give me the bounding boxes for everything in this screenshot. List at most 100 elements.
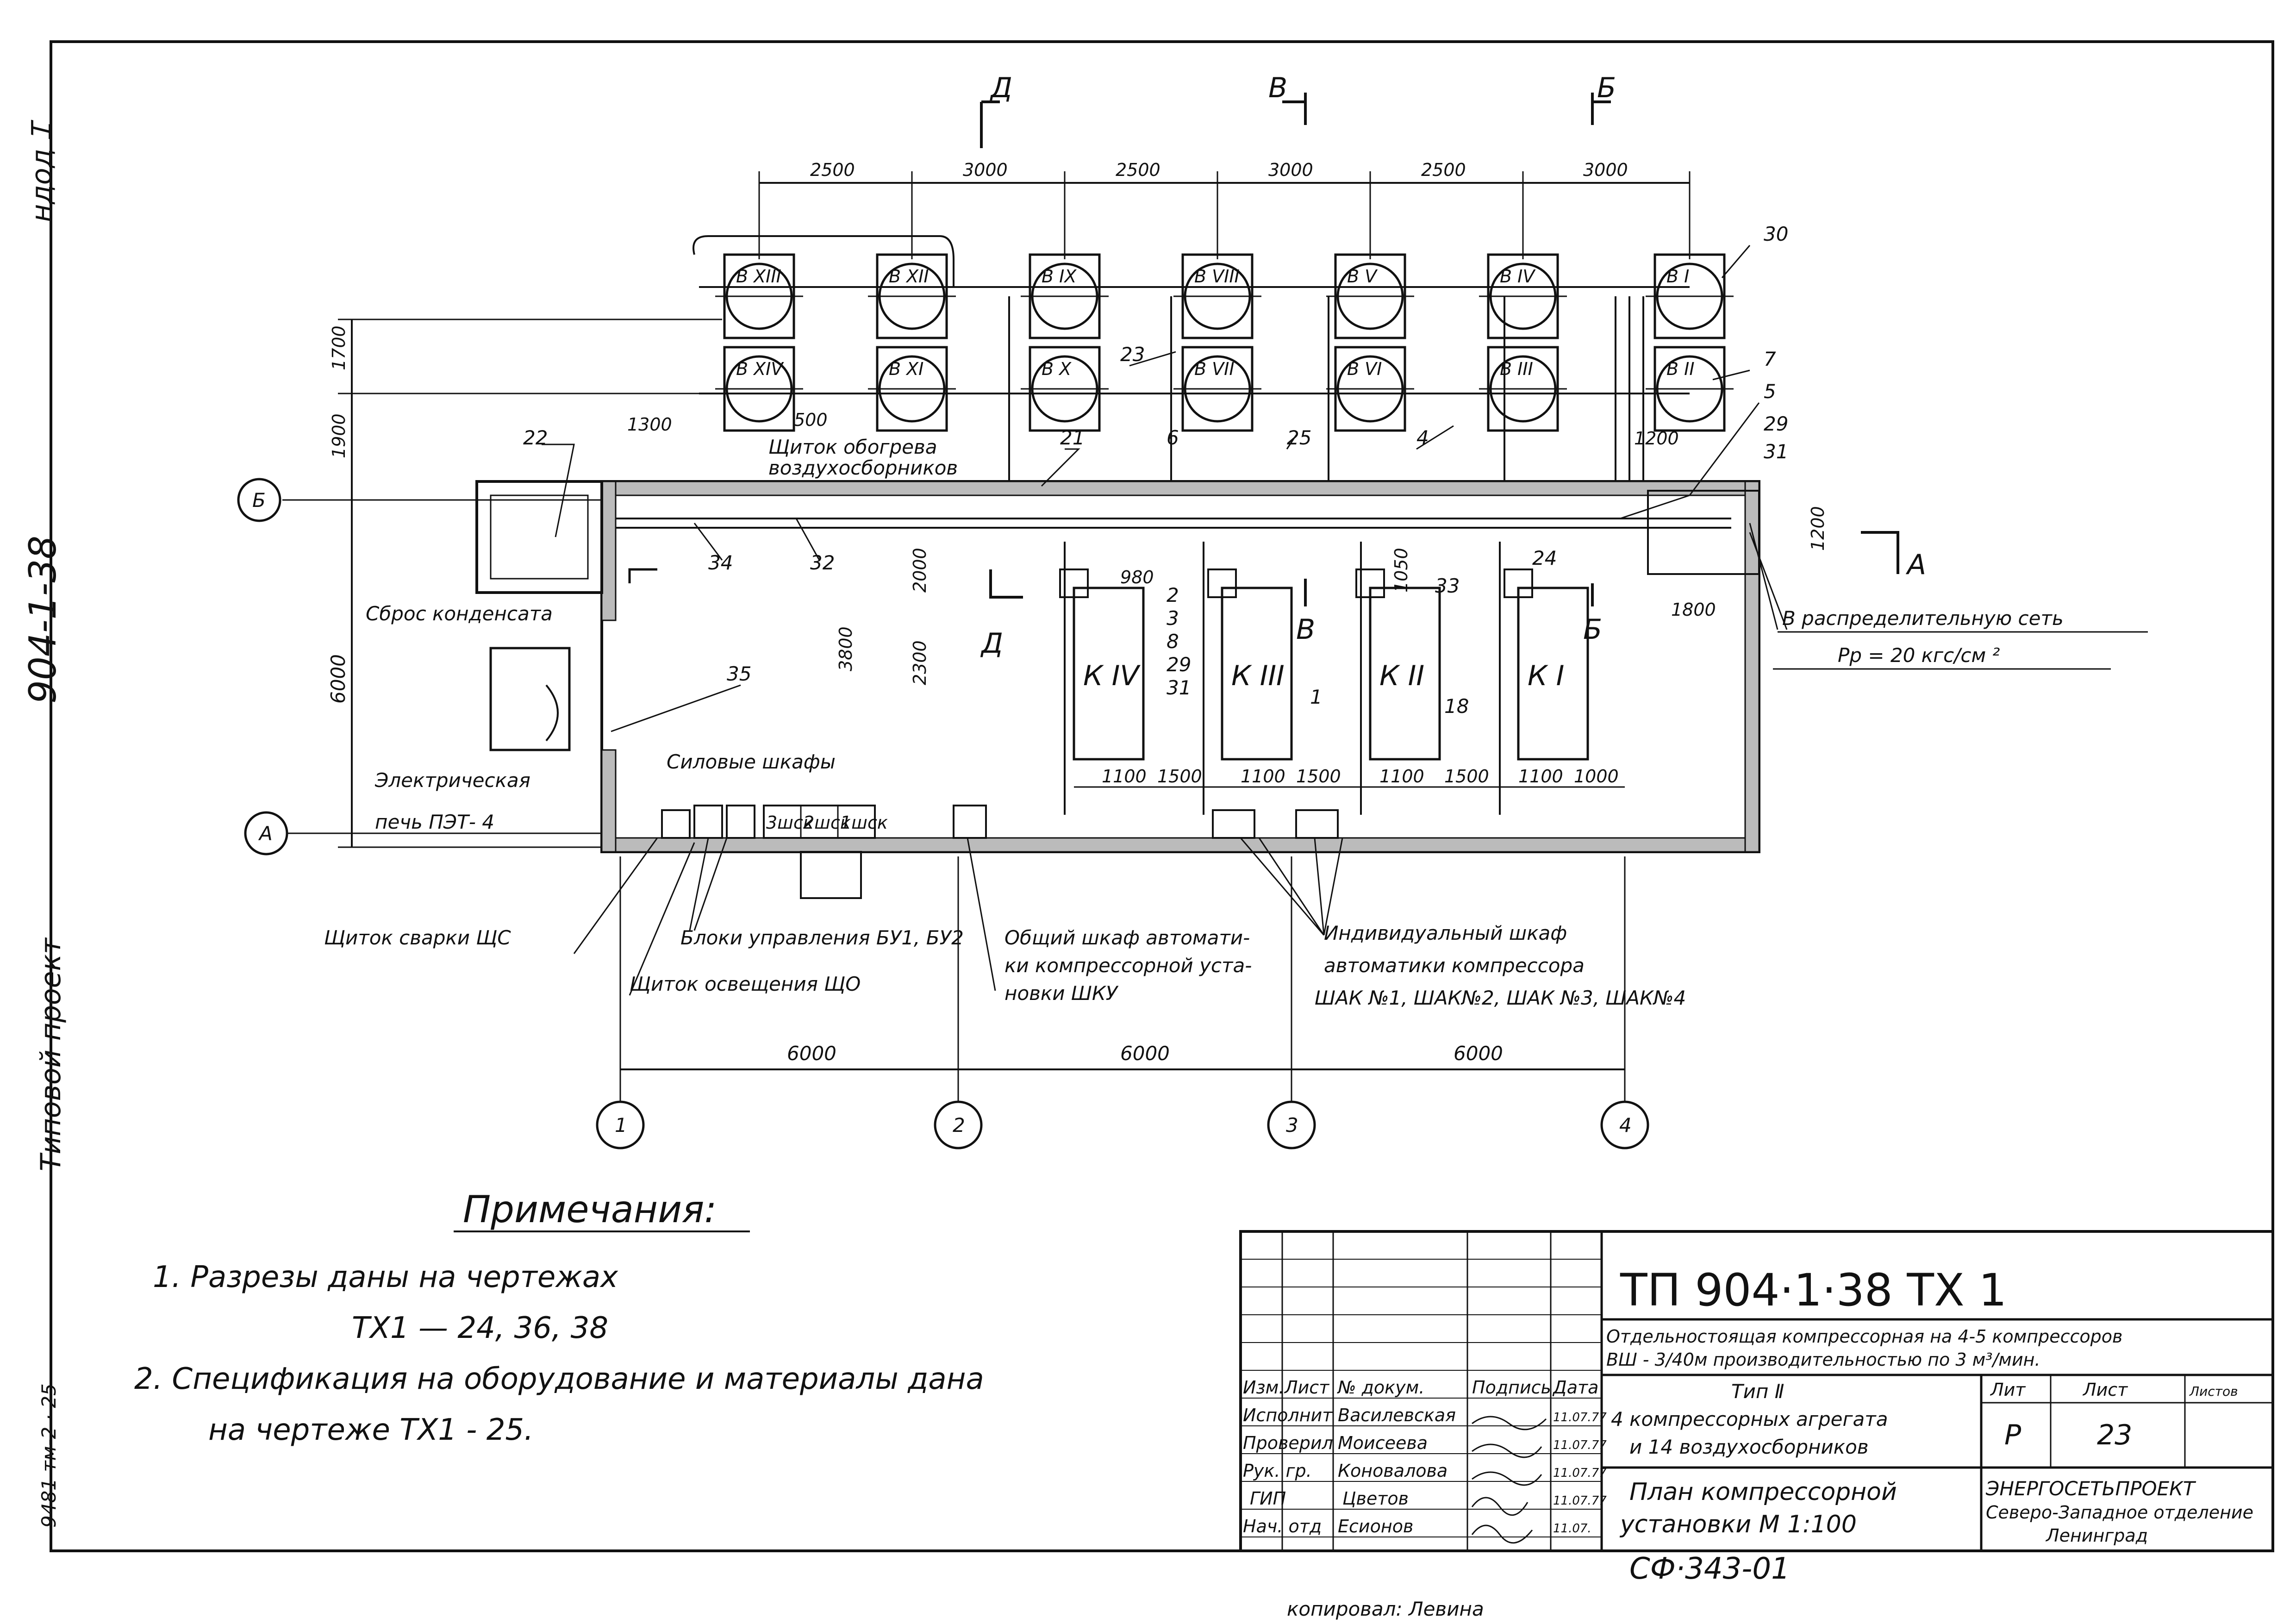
svg-text:32: 32 — [810, 551, 835, 574]
svg-text:План компрессорной: План компрессорной — [1629, 1478, 1897, 1506]
svg-text:и 14 воздухосборников: и 14 воздухосборников — [1629, 1436, 1869, 1458]
svg-text:30: 30 — [1764, 223, 1788, 245]
receiver-label: В I — [1666, 266, 1689, 287]
svg-text:№ докум.: № докум. — [1337, 1377, 1424, 1398]
svg-text:29: 29 — [1764, 412, 1788, 435]
copied-by: копировал: Левина — [1287, 1598, 1484, 1620]
svg-text:1500: 1500 — [1157, 766, 1202, 787]
svg-text:В распределительную сеть: В распределительную сеть — [1782, 607, 2064, 630]
svg-text:3800: 3800 — [836, 626, 856, 671]
compressor-label: К IV — [1083, 660, 1141, 692]
title-block: Изм. Лист № докум. Подпись Дата Исполнит… — [1239, 1230, 2274, 1586]
svg-text:6000: 6000 — [1454, 1042, 1503, 1065]
svg-text:35: 35 — [727, 662, 751, 685]
svg-text:1100: 1100 — [1518, 766, 1563, 787]
svg-text:Д: Д — [989, 72, 1012, 104]
svg-text:печь ПЭТ- 4: печь ПЭТ- 4 — [375, 811, 494, 833]
svg-text:Индивидуальный шкаф: Индивидуальный шкаф — [1324, 922, 1567, 944]
svg-text:24: 24 — [1532, 547, 1557, 569]
axis-bubble-4 — [1600, 1100, 1649, 1149]
svg-text:2: 2 — [1167, 584, 1179, 606]
svg-text:ВШ - 3/40м производительностью: ВШ - 3/40м производительностью по 3 м³/м… — [1606, 1349, 2040, 1370]
svg-text:Коновалова: Коновалова — [1338, 1461, 1447, 1481]
svg-text:11.07.77: 11.07.77 — [1553, 1438, 1607, 1452]
svg-text:1050: 1050 — [1391, 548, 1411, 593]
svg-text:11.07.77: 11.07.77 — [1553, 1466, 1607, 1480]
section-marker-d: Д — [980, 72, 1012, 148]
notes-title: Примечания: — [463, 1188, 717, 1231]
receiver: В XI — [868, 346, 956, 432]
svg-text:500: 500 — [794, 410, 828, 430]
receiver: В VII — [1173, 346, 1261, 432]
svg-text:Щиток освещения ЩО: Щиток освещения ЩО — [630, 973, 861, 995]
receiver-label: В VII — [1194, 359, 1235, 379]
svg-text:1: 1 — [615, 1114, 627, 1137]
svg-text:1100: 1100 — [1102, 766, 1147, 787]
receiver: В IV — [1479, 253, 1567, 339]
svg-text:В: В — [1296, 613, 1315, 646]
note-2b: на чертеже ТХ1 - 25. — [208, 1413, 533, 1447]
section-marker-b: Б — [1591, 72, 1616, 125]
svg-text:Северо-Западное отделение: Северо-Западное отделение — [1986, 1502, 2253, 1523]
svg-text:5: 5 — [1764, 380, 1776, 403]
svg-text:3шск: 3шск — [766, 812, 814, 833]
drawing-code: ТП 904·1·38 ТХ 1 — [1620, 1264, 2007, 1316]
svg-text:установки М 1:100: установки М 1:100 — [1619, 1511, 1857, 1538]
axis-bubble-2 — [934, 1100, 983, 1149]
svg-text:4 компрессорных агрегата: 4 компрессорных агрегата — [1611, 1408, 1888, 1430]
receiver: В I — [1646, 253, 1734, 339]
svg-text:ШАК №1, ШАК№2, ШАК №3, ШАК№4: ШАК №1, ШАК№2, ШАК №3, ШАК№4 — [1315, 987, 1686, 1009]
note-2a: 2. Спецификация на оборудование и матери… — [134, 1362, 984, 1396]
svg-text:Лист: Лист — [2082, 1380, 2128, 1400]
svg-text:Б: Б — [252, 489, 266, 512]
receiver-label: В VI — [1347, 359, 1382, 379]
svg-text:6000: 6000 — [787, 1042, 836, 1065]
receiver: В III — [1479, 346, 1567, 432]
svg-text:ЭНЕРГОСЕТЬПРОЕКТ: ЭНЕРГОСЕТЬПРОЕКТ — [1985, 1477, 2196, 1500]
receiver-label: В XI — [889, 359, 923, 379]
svg-text:1800: 1800 — [1671, 600, 1716, 620]
receiver-label: В X — [1042, 359, 1072, 379]
side-project-code: 904-1-38 — [21, 536, 64, 704]
sheet-frame — [50, 40, 2274, 1552]
svg-text:1100: 1100 — [1379, 766, 1424, 787]
svg-text:Моисеева: Моисеева — [1338, 1433, 1428, 1453]
svg-text:11.07.77: 11.07.77 — [1553, 1494, 1607, 1508]
svg-text:Сброс конденсата: Сброс конденсата — [366, 602, 553, 625]
svg-text:2: 2 — [953, 1114, 965, 1137]
svg-text:Лист: Лист — [1284, 1377, 1330, 1398]
axis-bubble-1 — [596, 1100, 645, 1149]
receiver: В VIII — [1173, 253, 1261, 339]
svg-text:2шск: 2шск — [803, 812, 851, 833]
svg-text:Отдельностоящая компрессорная: Отдельностоящая компрессорная на 4-5 ком… — [1606, 1326, 2122, 1347]
power-cabinets: 3шск 2шск 1шск — [661, 805, 1339, 839]
svg-text:Исполнит: Исполнит — [1243, 1405, 1333, 1425]
notes: Примечания: 1. Разрезы даны на чертежах … — [134, 1188, 984, 1447]
svg-text:воздухосборников: воздухосборников — [768, 456, 958, 479]
svg-text:Б: Б — [1583, 613, 1602, 646]
receiver: В VI — [1326, 346, 1414, 432]
annotations: Щиток обогрева воздухосборников Сброс ко… — [324, 436, 2148, 1009]
svg-text:Есионов: Есионов — [1338, 1516, 1413, 1537]
svg-text:2300: 2300 — [910, 640, 930, 685]
svg-text:23: 23 — [2097, 1419, 2132, 1451]
receiver-label: В IX — [1042, 266, 1077, 287]
svg-text:1200: 1200 — [1634, 428, 1679, 449]
svg-text:6000: 6000 — [1120, 1042, 1170, 1065]
svg-text:1700: 1700 — [329, 325, 349, 370]
receiver-label: В XIV — [736, 359, 784, 379]
svg-text:2000: 2000 — [910, 548, 930, 593]
svg-text:11.07.77: 11.07.77 — [1553, 1411, 1607, 1424]
receiver-label: В VIII — [1194, 266, 1240, 287]
interior-dimensions: 1100 1500 1100 1500 1100 1500 1100 1000 … — [627, 410, 1828, 788]
left-dimensions: 1700 1900 6000 — [327, 319, 722, 848]
top-dimensions: 2500 3000 2500 3000 2500 3000 — [758, 160, 1691, 259]
receiver-label: В XIII — [736, 266, 781, 287]
svg-text:29: 29 — [1167, 653, 1191, 676]
svg-text:В: В — [1268, 72, 1287, 104]
svg-text:новки ШКУ: новки ШКУ — [1004, 982, 1119, 1005]
svg-text:6000: 6000 — [327, 654, 349, 704]
svg-text:Листов: Листов — [2189, 1384, 2238, 1399]
svg-text:1шск: 1шск — [840, 812, 888, 833]
svg-text:2500: 2500 — [1116, 160, 1160, 180]
